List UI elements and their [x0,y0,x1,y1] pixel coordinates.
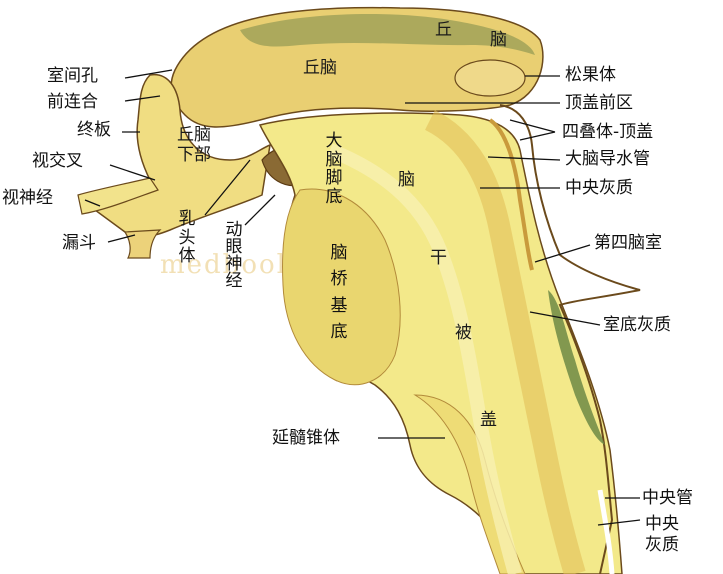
label-mammillary-body: 乳头体 [178,209,196,267]
label-infundibulum: 漏斗 [62,233,96,253]
central-grey-matter [488,118,534,271]
label-thalamus-top-b: 脑 [490,30,507,50]
label-central-grey: 中央灰质 [565,178,633,198]
thalamus-grey-band [240,14,535,55]
label-anterior-commissure: 前连合 [47,92,98,112]
label-pretectal-area: 顶盖前区 [565,93,633,113]
label-tegmentum-b: 盖 [480,410,497,430]
label-lamina-terminalis: 终板 [77,120,111,140]
floor-grey-matter [548,290,605,445]
infundibulum [123,229,162,259]
tegmentum-band [424,110,586,574]
label-cerebral-peduncle: 大脑脚底 [325,131,343,208]
label-pineal-body: 松果体 [565,65,616,85]
label-pons-base: 脑桥基底 [330,243,348,343]
label-floor-grey: 室底灰质 [603,315,671,335]
central-canal [597,489,615,574]
pons-base [282,188,401,386]
label-cerebral-aqueduct: 大脑导水管 [565,149,650,169]
label-brainstem-a: 脑 [398,170,415,190]
label-interventricular-foramen: 室间孔 [47,66,98,86]
cerebral-peduncle-band [327,143,522,574]
label-thalamus: 丘脑 [303,58,337,78]
tectum-dorsal-edge [499,104,641,574]
leader-lines [84,69,641,526]
label-thalamus-top-a: 丘 [435,20,452,40]
label-optic-nerve: 视神经 [2,188,53,208]
label-central-canal: 中央管 [642,488,693,508]
label-brainstem-b: 干 [430,248,447,268]
label-tegmentum-a: 被 [455,323,472,343]
label-quadrigeminal-tectum: 四叠体-顶盖 [562,122,654,142]
label-fourth-ventricle: 第四脑室 [594,233,662,253]
label-optic-chiasm: 视交叉 [32,151,83,171]
label-hypothalamus: 丘脑 下部 [177,125,211,166]
pineal-body [454,59,526,97]
label-oculomotor-nerve: 动眼神经 [225,220,243,291]
label-medulla-pyramid: 延髓锥体 [272,428,340,448]
label-central-grey-lower: 中央 灰质 [645,514,679,556]
